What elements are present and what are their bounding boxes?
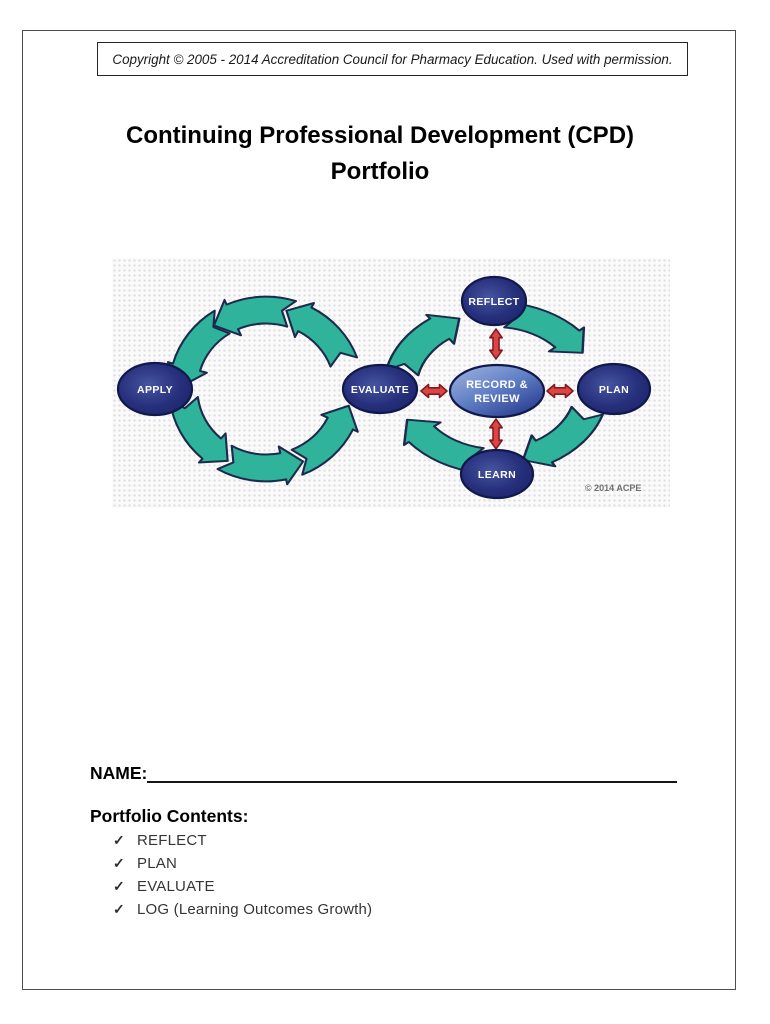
node-label-reflect: REFLECT [468, 296, 519, 308]
link-arrow-icon [420, 383, 448, 399]
contents-checklist: ✓ REFLECT ✓ PLAN ✓ EVALUATE ✓ LOG (Learn… [113, 832, 533, 924]
page-border [22, 30, 736, 990]
cpd-cycle-svg: APPLY EVALUATE RECORD & REVIEW PLAN REFL… [116, 266, 652, 508]
node-record-review [448, 363, 546, 419]
copyright-text: Copyright © 2005 - 2014 Accreditation Co… [112, 51, 673, 67]
node-label-apply: APPLY [137, 384, 173, 396]
link-arrow-icon [488, 418, 504, 450]
page-title: Continuing Professional Development (CPD… [22, 118, 738, 190]
name-label: NAME: [90, 763, 148, 783]
list-item: ✓ PLAN [113, 855, 533, 878]
check-icon: ✓ [113, 855, 125, 871]
contents-heading: Portfolio Contents: [90, 806, 249, 826]
link-arrow-icon [546, 383, 574, 399]
copyright-box: Copyright © 2005 - 2014 Accreditation Co… [97, 42, 688, 76]
title-line-1: Continuing Professional Development (CPD… [125, 122, 635, 149]
check-icon: ✓ [113, 901, 125, 917]
node-label-review: REVIEW [474, 393, 520, 405]
checklist-item-label: EVALUATE [137, 878, 215, 895]
checklist-item-label: REFLECT [137, 832, 207, 849]
link-arrow-icon [488, 328, 504, 360]
cycle-arrow-icon [519, 404, 607, 469]
cpd-cycle-diagram: APPLY EVALUATE RECORD & REVIEW PLAN REFL… [112, 258, 670, 508]
node-label-evaluate: EVALUATE [351, 384, 409, 396]
node-apply [116, 361, 194, 417]
checklist-item-label: PLAN [137, 855, 177, 872]
list-item: ✓ EVALUATE [113, 878, 533, 901]
check-icon: ✓ [113, 832, 125, 848]
checklist-item-label: LOG (Learning Outcomes Growth) [137, 901, 373, 918]
acpe-credit: © 2014 ACPE [585, 483, 641, 493]
node-learn [459, 448, 535, 500]
list-item: ✓ LOG (Learning Outcomes Growth) [113, 901, 533, 924]
name-blank-line [147, 781, 677, 783]
cycle-arrow-icon [285, 301, 359, 368]
node-label-plan: PLAN [599, 384, 629, 396]
cycle-arrow-icon [210, 417, 310, 508]
node-plan [576, 362, 652, 416]
node-label-record: RECORD & [466, 379, 528, 391]
node-evaluate [341, 363, 419, 415]
node-reflect [460, 275, 528, 327]
list-item: ✓ REFLECT [113, 832, 533, 855]
node-label-learn: LEARN [478, 469, 516, 481]
title-line-2: Portfolio [330, 158, 430, 185]
check-icon: ✓ [113, 878, 125, 894]
